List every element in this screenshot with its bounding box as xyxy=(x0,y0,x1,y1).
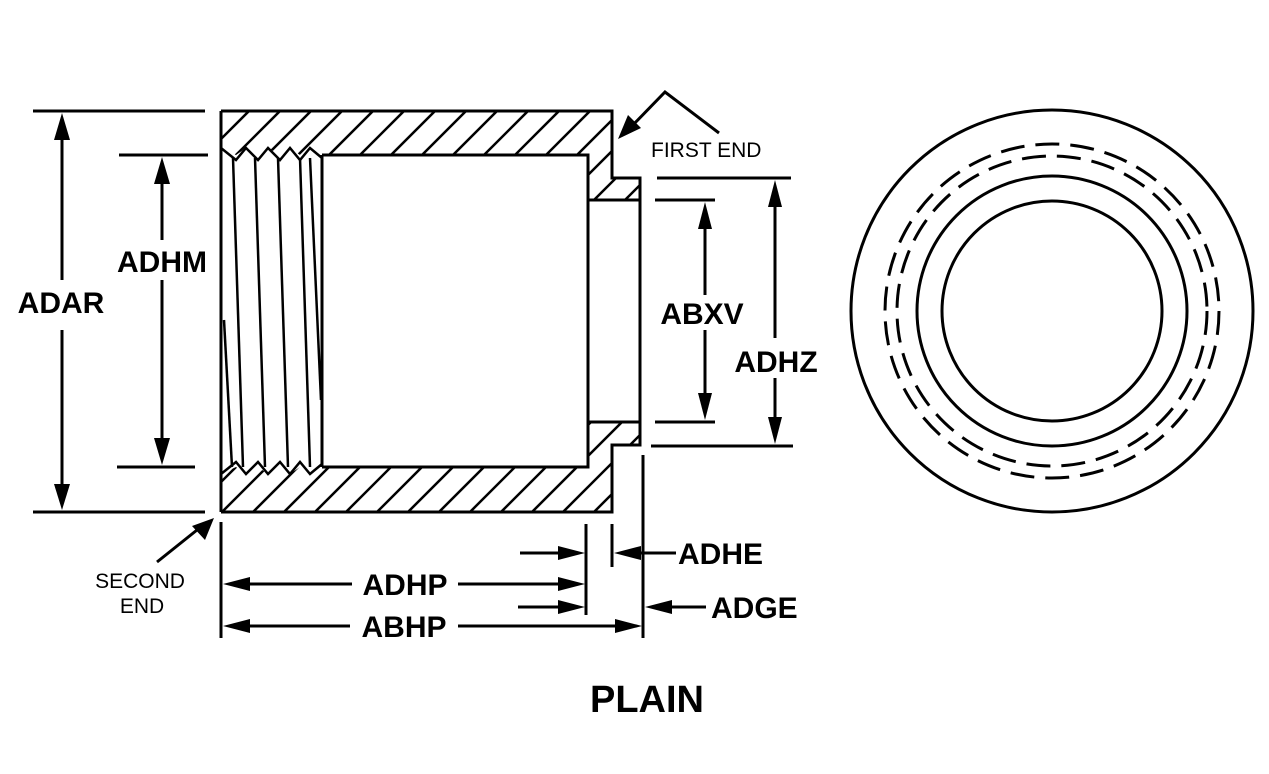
hatch-line xyxy=(614,111,640,200)
thread-crests-top xyxy=(220,146,323,162)
thread-crests-bottom xyxy=(220,460,323,476)
dim-label-adhm: ADHM xyxy=(117,246,207,279)
hatch-line xyxy=(552,422,640,512)
end-view xyxy=(849,108,1255,514)
second-end-label-line2: END xyxy=(120,595,164,618)
hatch-line xyxy=(221,111,292,200)
dim-label-adhp: ADHP xyxy=(362,569,447,602)
hatch-line xyxy=(708,412,818,522)
bore-outline xyxy=(322,153,590,469)
thread-major-dashed-circle xyxy=(883,142,1221,480)
second-end-label-line1: SECOND xyxy=(95,570,185,593)
dimensions: ADAR ADHM ABXV ADHZ ADHE xyxy=(18,109,818,644)
second-end-callout: SECOND END xyxy=(95,518,214,618)
dim-label-adhz: ADHZ xyxy=(734,346,817,379)
counterbore-circle xyxy=(940,199,1164,423)
dim-label-adge: ADGE xyxy=(711,592,798,625)
thread-lines xyxy=(222,157,323,468)
first-end-label: FIRST END xyxy=(651,139,761,162)
view-title: PLAIN xyxy=(590,679,704,721)
first-end-callout: FIRST END xyxy=(618,90,761,162)
outer-circle xyxy=(849,108,1255,514)
dim-label-adhe: ADHE xyxy=(678,538,763,571)
thread-minor-dashed-circle xyxy=(895,154,1209,468)
hatch-line xyxy=(646,412,756,522)
hatch-line xyxy=(221,111,261,200)
hatch-line xyxy=(677,412,787,522)
bore-circle xyxy=(915,174,1189,448)
dim-label-adar: ADAR xyxy=(18,287,105,320)
dim-label-abxv: ABXV xyxy=(660,298,743,331)
hatch-line xyxy=(614,422,640,512)
dim-label-abhp: ABHP xyxy=(361,611,446,644)
